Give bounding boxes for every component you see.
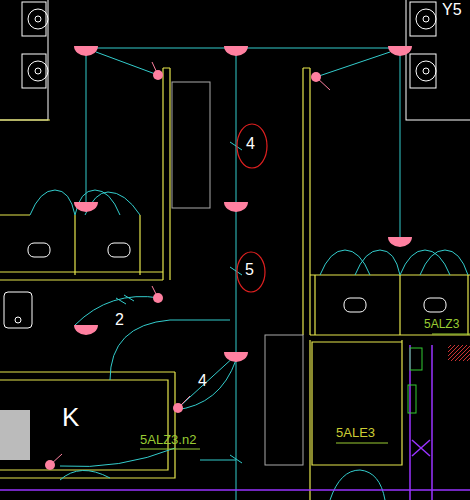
switch — [45, 62, 330, 470]
label-underline — [140, 334, 470, 449]
luminaire — [74, 46, 412, 362]
fixture-label: Y5 — [442, 2, 462, 18]
equipment — [0, 410, 30, 460]
circuit-tick — [116, 142, 242, 463]
room-label: K — [62, 404, 79, 430]
service-line — [0, 345, 470, 500]
riser — [408, 348, 422, 413]
callout-number: 4 — [198, 373, 207, 389]
hatch — [448, 345, 470, 361]
callout-number: 4 — [246, 136, 255, 152]
callout-number: 2 — [115, 312, 124, 328]
toilet — [4, 243, 446, 328]
duct — [172, 82, 210, 208]
circuit-label: 5ALE3 — [336, 426, 375, 439]
revision-cloud — [237, 124, 267, 292]
circuit-label: 5ALZ3 — [424, 318, 459, 330]
callout-number: 5 — [245, 262, 254, 278]
circuit-wire — [60, 48, 400, 500]
door-swing — [30, 190, 468, 500]
duct — [265, 335, 303, 465]
circuit-label: 5ALZ3.n2 — [140, 433, 196, 446]
